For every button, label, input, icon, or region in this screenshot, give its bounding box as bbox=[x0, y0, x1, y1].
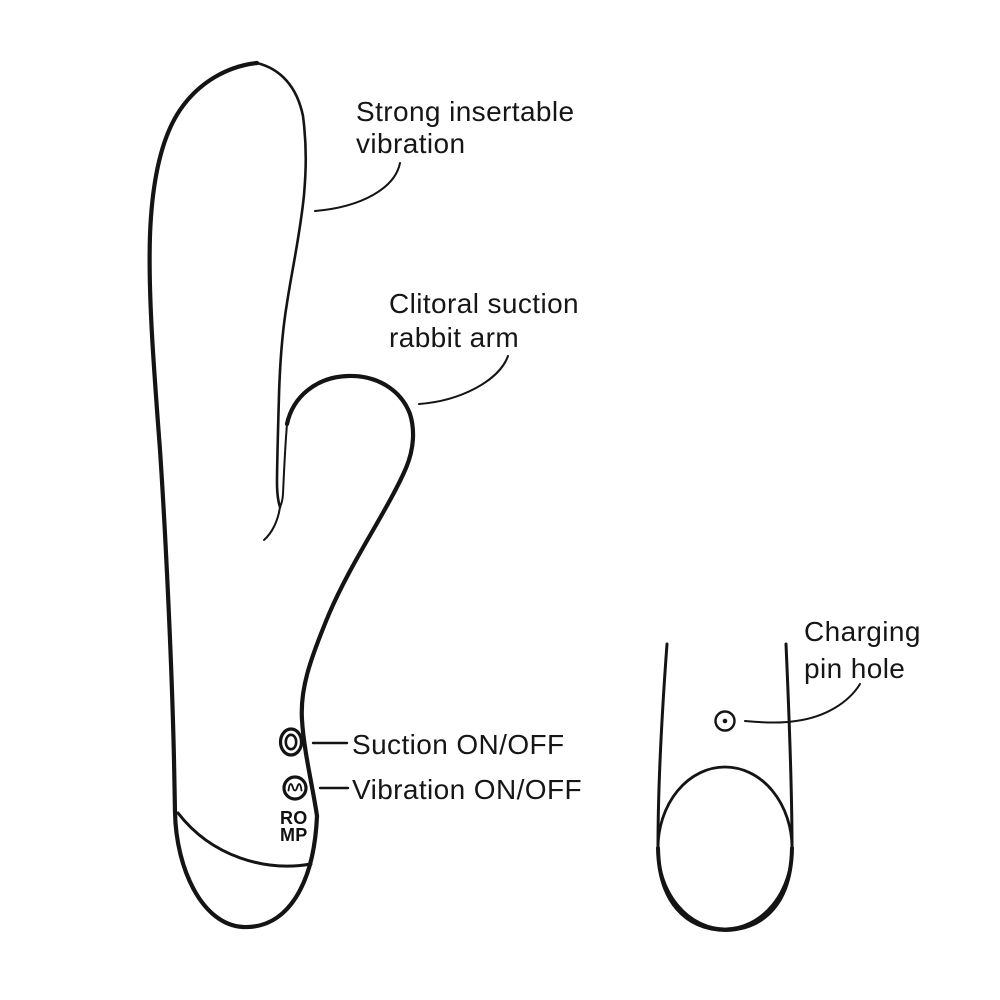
charging-body-right-edge bbox=[784, 642, 794, 848]
romp-logo-line2: MP bbox=[280, 824, 308, 845]
label-suction-on-off: Suction ON/OFF bbox=[352, 729, 565, 760]
label-charging-line2: pin hole bbox=[804, 653, 906, 684]
label-rabbit-arm: Clitoral suction rabbit arm bbox=[389, 287, 579, 355]
leader-insertable bbox=[314, 162, 401, 212]
charging-pin-hole-icon bbox=[714, 710, 736, 732]
label-insertable-vibration: Strong insertable vibration bbox=[356, 96, 574, 160]
label-insertable-line1: Strong insertable bbox=[356, 96, 575, 127]
base-seam bbox=[176, 811, 313, 868]
romp-logo-line1: RO bbox=[280, 808, 308, 828]
label-rabbit-arm-line1: Clitoral suction bbox=[389, 288, 580, 319]
vibration-button-icon bbox=[282, 775, 308, 801]
device-body-outline bbox=[147, 60, 320, 930]
label-rabbit-arm-line2: rabbit arm bbox=[389, 322, 520, 353]
leader-rabbit-arm bbox=[418, 355, 509, 405]
rabbit-arm-outline bbox=[284, 373, 416, 819]
label-insertable-line2: vibration bbox=[356, 128, 466, 159]
charging-body-left-edge bbox=[656, 642, 669, 848]
suction-button-icon bbox=[278, 727, 304, 757]
rabbit-arm-inner-edge bbox=[279, 423, 288, 508]
charging-end-face bbox=[656, 765, 794, 931]
romp-logo: RO MP bbox=[280, 808, 308, 845]
label-charging-pin-hole: Charging pin hole bbox=[804, 613, 921, 687]
leader-charging bbox=[744, 683, 861, 724]
charging-end-bottom bbox=[656, 846, 794, 932]
shaft-arm-tail bbox=[263, 506, 281, 541]
shaft-right-edge bbox=[255, 61, 308, 509]
label-charging-line1: Charging bbox=[804, 616, 921, 647]
label-vibration-on-off: Vibration ON/OFF bbox=[352, 774, 582, 805]
